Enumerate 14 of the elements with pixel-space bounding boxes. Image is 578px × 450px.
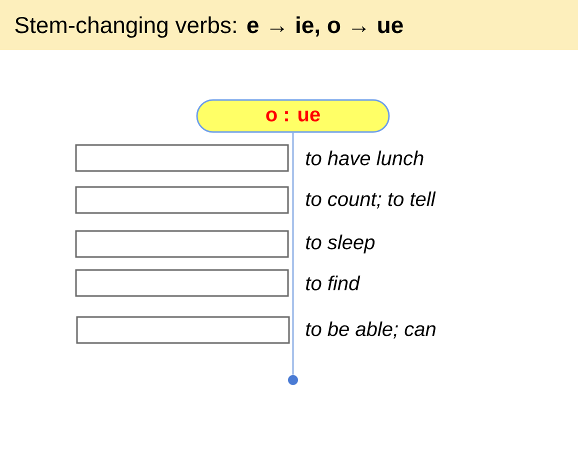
answer-box — [75, 186, 289, 214]
answer-box — [75, 144, 289, 172]
connector-line — [292, 132, 294, 375]
meaning-text: to find — [306, 276, 360, 290]
meaning-text: to have lunch — [306, 150, 424, 166]
meaning-text: to sleep — [306, 234, 375, 254]
answer-box — [75, 230, 289, 258]
answer-box — [76, 316, 290, 344]
meaning-text: to count; to tell — [306, 191, 436, 209]
title-banner: Stem-changing verbs: e → ie, o → ue — [0, 0, 578, 50]
end-dot — [288, 375, 298, 385]
answer-box — [75, 269, 289, 297]
heading-pill: o : ue — [196, 99, 390, 133]
meaning-text: to be able; can — [306, 321, 436, 339]
